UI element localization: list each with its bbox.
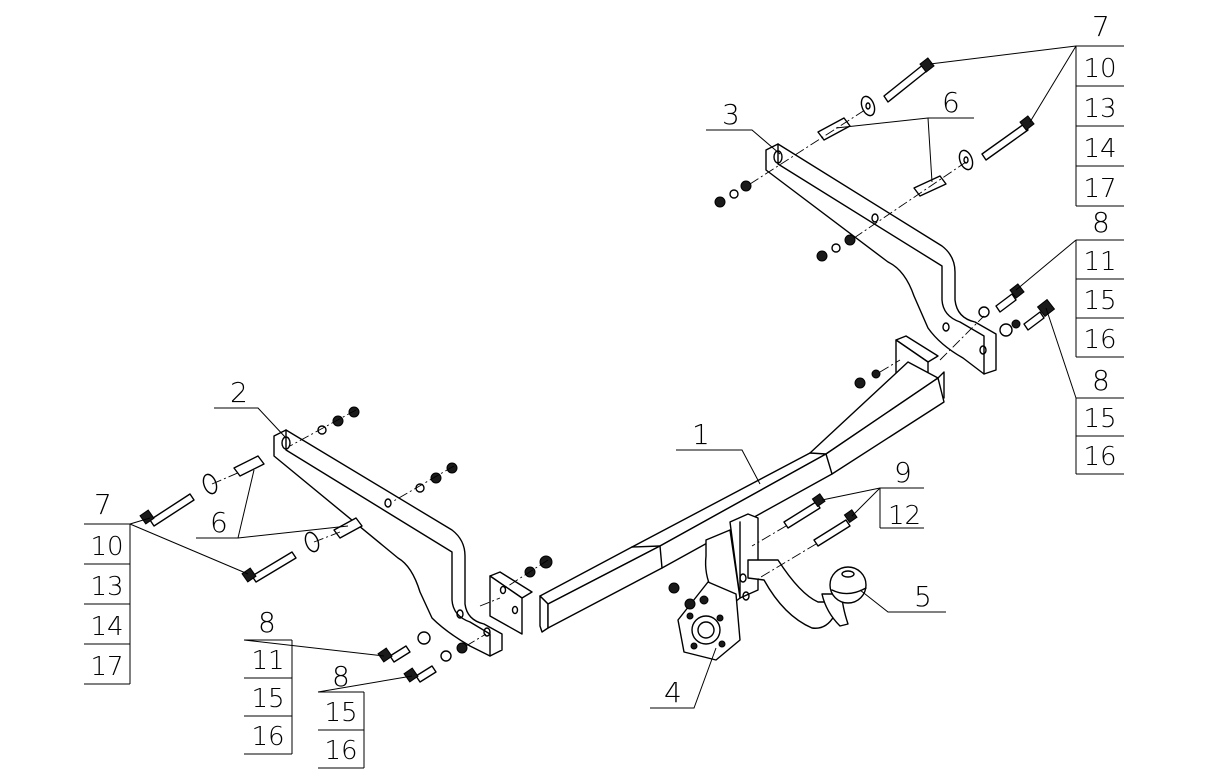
stack-row-label: 14 — [90, 612, 123, 642]
stack-row-label: 10 — [90, 532, 123, 562]
stack-header: 8 — [1092, 364, 1110, 397]
left-bracket-part-2 — [273, 429, 503, 657]
label-part-6-left: 6 — [210, 506, 228, 539]
stack-row-label: 14 — [1083, 134, 1116, 164]
stack-row-label: 16 — [1083, 442, 1116, 472]
stack-row-label: 13 — [90, 572, 123, 602]
label-part-4: 4 — [664, 676, 682, 709]
right-bracket-part-3 — [765, 143, 997, 375]
socket-plate-part-4 — [677, 581, 741, 661]
stack-header: 7 — [94, 488, 112, 521]
label-part-3: 3 — [722, 98, 740, 131]
fasteners — [139, 57, 1056, 683]
label-part-5: 5 — [914, 580, 932, 613]
stack-row-label: 11 — [251, 646, 284, 676]
label-part-9: 9 — [894, 456, 912, 489]
stack-header: 7 — [1092, 10, 1110, 43]
label-part-2: 2 — [230, 376, 248, 409]
stack-right-8a: 8 11 15 16 — [1075, 206, 1124, 358]
stack-header: 8 — [1092, 206, 1110, 239]
label-part-6-top: 6 — [942, 86, 960, 119]
label-part-12: 12 — [888, 501, 921, 531]
assembly-axes — [211, 107, 985, 647]
stack-left-7: 7 10 13 14 17 — [84, 488, 131, 685]
stack-top-right-7: 7 10 13 14 17 — [1075, 10, 1124, 207]
stack-row-label: 17 — [90, 652, 123, 682]
stack-row-label: 15 — [251, 684, 284, 714]
stack-row-label: 15 — [1083, 286, 1116, 316]
part-labels: 1 2 3 4 5 6 6 9 12 — [210, 86, 960, 709]
tow-ball-part-5 — [747, 559, 867, 629]
stack-row-label: 15 — [1083, 404, 1116, 434]
stack-right-8b: 8 15 16 — [1075, 364, 1124, 475]
stack-row-label: 16 — [324, 736, 357, 766]
stack-row-label: 16 — [1083, 325, 1116, 355]
stack-row-label: 17 — [1083, 174, 1116, 204]
stack-row-label: 11 — [1083, 247, 1116, 277]
stack-row-label: 16 — [251, 722, 284, 752]
stack-bottom-8a: 8 11 15 16 — [244, 606, 293, 755]
stack-row-label: 13 — [1083, 94, 1116, 124]
label-part-1: 1 — [692, 418, 710, 451]
part-number-stacks: 7101314178111516815167101314178111516815… — [84, 10, 1124, 769]
stack-row-label: 10 — [1083, 54, 1116, 84]
stack-row-label: 15 — [324, 698, 357, 728]
stack-bottom-8b: 8 15 16 — [318, 660, 365, 769]
stack-header: 8 — [258, 606, 276, 639]
stack-header: 8 — [332, 660, 350, 693]
